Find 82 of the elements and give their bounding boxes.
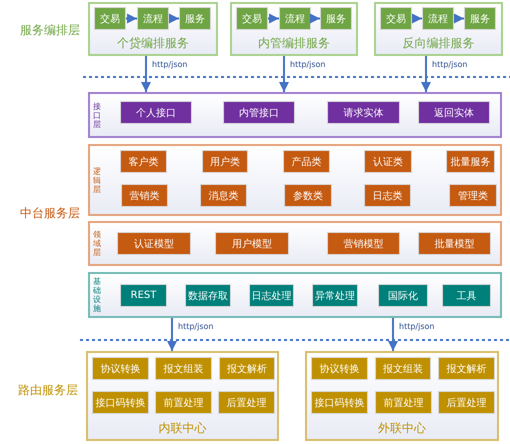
arrow bbox=[310, 14, 320, 24]
layer-panel bbox=[88, 144, 502, 216]
module-box: 报文组装 bbox=[155, 357, 212, 380]
group-title: 内联中心 bbox=[158, 420, 208, 437]
layer-label: 领域层 bbox=[93, 230, 102, 257]
service-group-panel bbox=[86, 351, 279, 441]
module-box: 请求实体 bbox=[327, 101, 400, 124]
edge-label: http/json bbox=[152, 60, 188, 69]
module-box: 流程 bbox=[279, 7, 311, 30]
module-box: 参数类 bbox=[284, 184, 332, 207]
module-box: 报文解析 bbox=[438, 357, 495, 380]
module-box: 服务 bbox=[179, 7, 211, 30]
module-box: 前置处理 bbox=[155, 391, 212, 414]
module-box: 个人接口 bbox=[120, 101, 192, 124]
service-group-panel bbox=[88, 2, 218, 56]
arrow bbox=[141, 56, 151, 92]
module-box: 客户类 bbox=[120, 150, 167, 173]
module-box: 用户模型 bbox=[215, 232, 289, 255]
layer-label: 逻辑层 bbox=[93, 166, 102, 194]
module-box: 服务 bbox=[320, 7, 352, 30]
group-title: 外联中心 bbox=[377, 420, 427, 437]
module-box: 内管接口 bbox=[223, 101, 295, 124]
module-box: 后置处理 bbox=[218, 391, 275, 414]
module-box: 认证类 bbox=[364, 150, 412, 173]
arrow bbox=[388, 318, 398, 351]
layer-panel bbox=[88, 221, 502, 266]
layer-panel bbox=[88, 92, 502, 138]
edge-label: http/json bbox=[178, 322, 214, 331]
layer-panel bbox=[88, 272, 502, 318]
module-box: 工具 bbox=[442, 284, 491, 307]
module-box: 异常处理 bbox=[312, 284, 358, 307]
module-box: 协议转换 bbox=[311, 357, 368, 380]
arrow bbox=[421, 56, 431, 92]
arrow bbox=[126, 14, 137, 24]
arrow bbox=[412, 14, 422, 24]
module-box: 协议转换 bbox=[92, 357, 149, 380]
module-box: 用户类 bbox=[202, 150, 248, 173]
module-box: 交易 bbox=[94, 7, 126, 30]
arrow bbox=[268, 14, 279, 24]
module-box: 批量模型 bbox=[418, 232, 491, 255]
module-box: 交易 bbox=[380, 7, 412, 30]
module-box: 国际化 bbox=[378, 284, 428, 307]
arrow bbox=[454, 14, 464, 24]
module-box: 产品类 bbox=[283, 150, 330, 173]
module-box: 交易 bbox=[236, 7, 268, 30]
module-box: 前置处理 bbox=[375, 391, 432, 414]
module-box: 接口码转换 bbox=[311, 391, 368, 414]
module-box: 日志处理 bbox=[249, 284, 294, 307]
tier-label: 中台服务层 bbox=[20, 205, 80, 222]
module-box: 报文解析 bbox=[219, 357, 275, 380]
module-box: 日志类 bbox=[364, 184, 411, 207]
tier-label: 服务编排层 bbox=[20, 22, 80, 39]
module-box: 管理类 bbox=[449, 184, 497, 207]
module-box: 营销模型 bbox=[327, 232, 400, 255]
module-box: 服务 bbox=[464, 7, 496, 30]
group-title: 个贷编排服务 bbox=[116, 35, 190, 52]
service-group-panel bbox=[230, 2, 358, 56]
service-group-panel bbox=[374, 2, 503, 56]
arrow bbox=[169, 14, 179, 24]
group-title: 内管编排服务 bbox=[257, 35, 331, 52]
module-box: 认证模型 bbox=[117, 232, 191, 255]
module-box: 报文组装 bbox=[375, 357, 431, 380]
module-box: 营销类 bbox=[121, 184, 168, 207]
group-title: 反向编排服务 bbox=[402, 35, 476, 52]
module-box: 接口码转换 bbox=[92, 391, 149, 414]
module-box: 流程 bbox=[422, 7, 454, 30]
module-box: 流程 bbox=[137, 7, 169, 30]
edge-label: http/json bbox=[432, 60, 468, 69]
layer-label: 基础设施 bbox=[93, 277, 102, 313]
tier-label: 路由服务层 bbox=[18, 382, 78, 399]
module-box: 后置处理 bbox=[438, 391, 495, 414]
module-box: 数据存取 bbox=[185, 284, 231, 307]
layer-label: 接口层 bbox=[93, 102, 102, 128]
module-box: 返回实体 bbox=[418, 101, 490, 124]
module-box: 批量服务 bbox=[446, 150, 495, 173]
edge-label: http/json bbox=[399, 322, 434, 331]
module-box: 消息类 bbox=[200, 184, 247, 207]
arrow bbox=[279, 56, 289, 92]
module-box: REST bbox=[120, 284, 167, 307]
service-group-panel bbox=[305, 351, 499, 441]
arrow bbox=[167, 318, 177, 351]
edge-label: http/json bbox=[290, 60, 326, 69]
